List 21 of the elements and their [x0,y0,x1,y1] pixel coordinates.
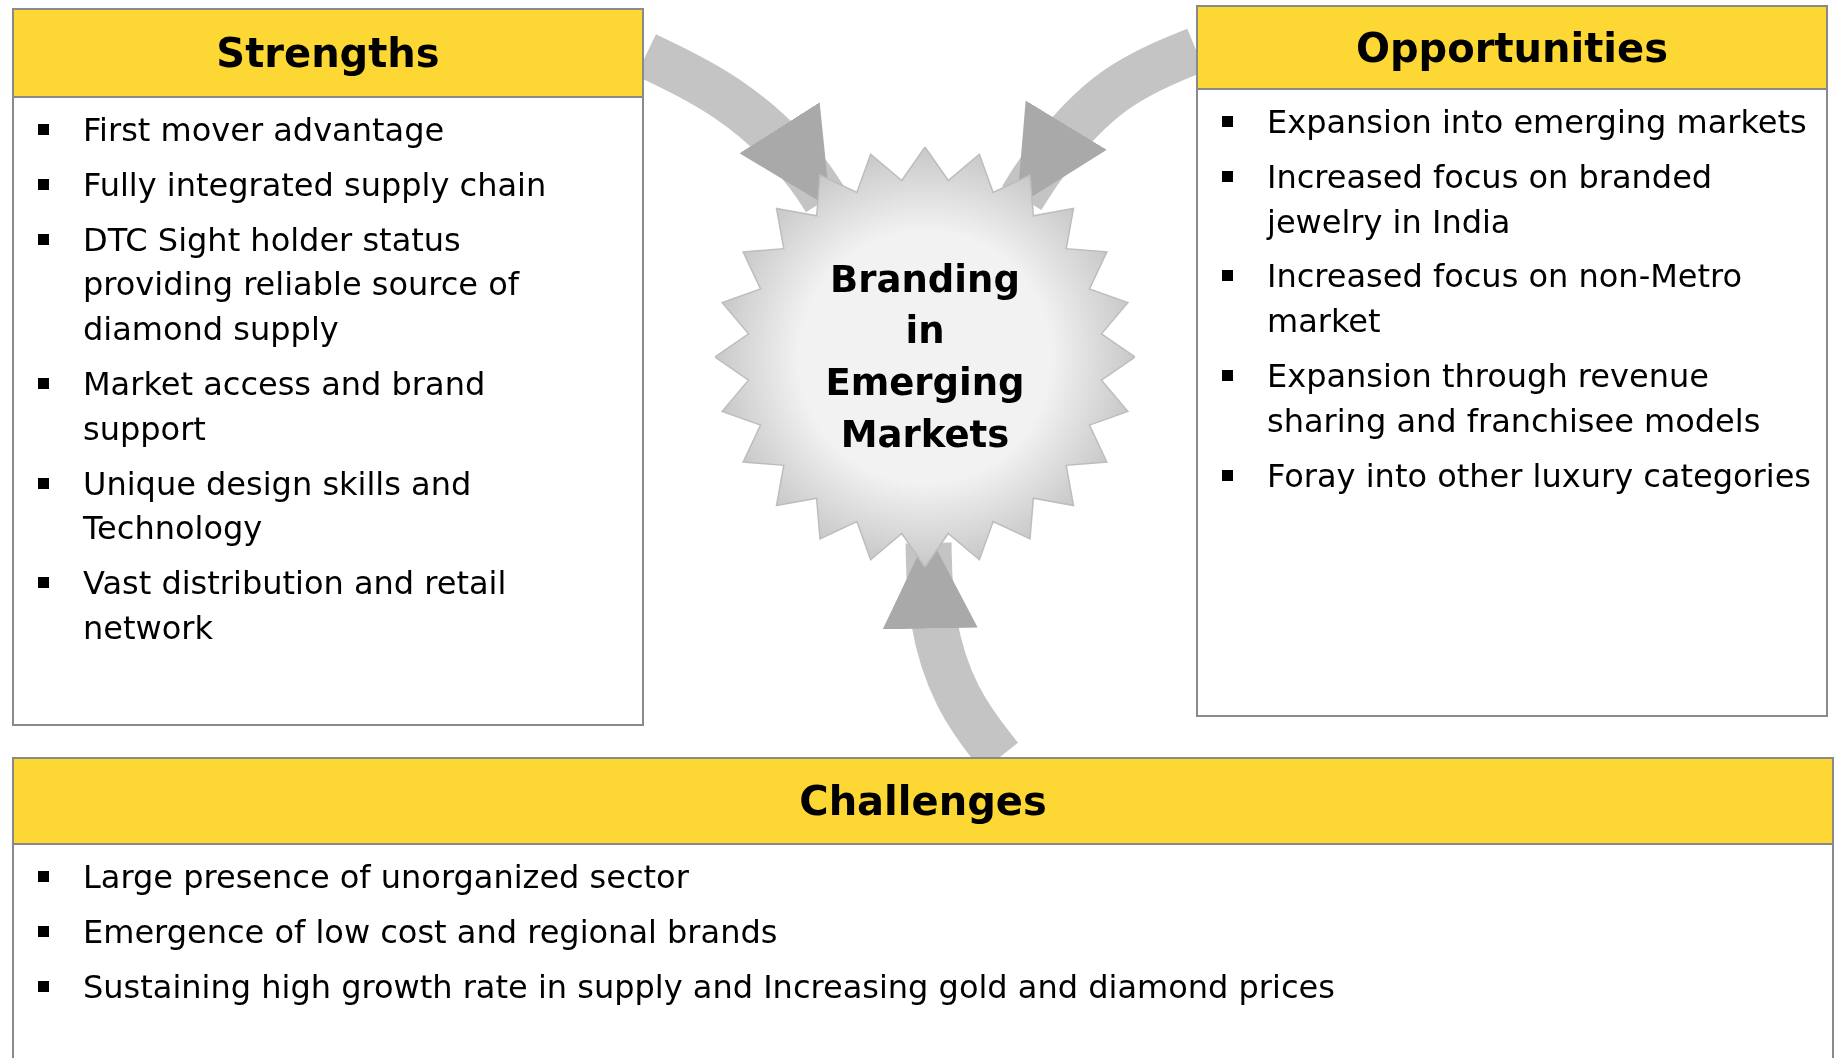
bullet-text: Large presence of unorganized sector [83,857,689,898]
panel-box [12,8,644,726]
bullet-text: Vast distribution and retail network [83,563,508,649]
bullet-text: DTC Sight holder status providing reliable source of diamond supply [83,219,521,351]
bullet-text: Expansion into emerging markets [1267,102,1807,143]
bullet-text: First mover advantage [83,110,445,151]
panel-box [1196,5,1828,717]
bullet-text: Increased focus on branded jewelry in India [1267,156,1714,243]
panel-box [12,757,1834,1058]
bullet-text: Expansion through revenue sharing and franchisee models [1267,356,1762,442]
panel-heading: Challenges [14,759,1832,845]
bullet-text: Foray into other luxury categories [1267,455,1811,497]
panel-heading: Opportunities [1198,7,1826,90]
panel-heading: Strengths [14,10,642,98]
center-label: Branding in Emerging Markets [824,256,1026,458]
bullet-text: Sustaining high growth rate in supply and Increasing gold and diamond prices [83,966,1335,1008]
bullet-text: Unique design skills and Technology [83,463,473,550]
bullet-text: Fully integrated supply chain [83,164,547,206]
bullet-text: Emergence of low cost and regional brands [83,911,778,953]
bullet-text: Increased focus on non-Metro market [1267,256,1744,343]
bullet-text: Market access and brand support [83,364,487,450]
